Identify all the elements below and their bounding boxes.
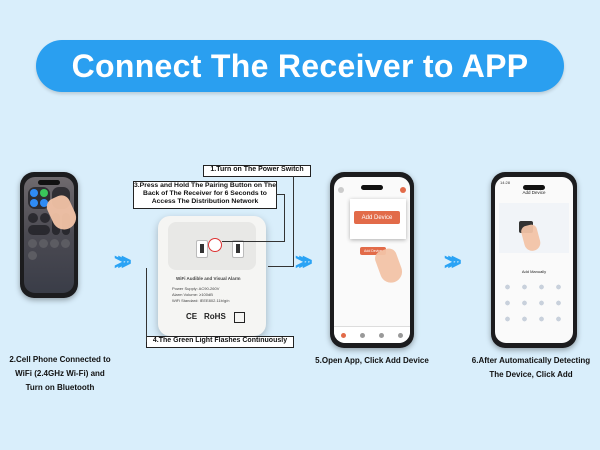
add-icon[interactable]	[400, 187, 406, 193]
app-home-screen: Add Device Add Device	[334, 177, 410, 343]
phone-notch	[361, 185, 383, 190]
phone-notch	[523, 185, 545, 190]
leader-line	[146, 268, 147, 342]
phone-open-app: Add Device Add Device	[330, 172, 414, 348]
add-device-screen: 14:28 Add Device Add Manually	[495, 177, 573, 343]
ce-mark: CE	[186, 312, 198, 321]
bottom-tab-bar	[334, 326, 410, 343]
calculator-icon[interactable]	[50, 239, 59, 248]
arrow-chevrons-icon: >>>	[114, 248, 131, 275]
title-banner: Connect The Receiver to APP	[36, 40, 564, 92]
orientation-lock-tile[interactable]	[28, 213, 38, 223]
device-label: WiFi Audible and Visual Alarm	[176, 276, 241, 281]
tab-scene-icon[interactable]	[360, 332, 365, 338]
caption-step5: 5.Open App, Click Add Device	[315, 356, 429, 365]
flashlight-icon[interactable]	[28, 239, 37, 248]
phone-control-center	[20, 172, 81, 298]
add-manually-label: Add Manually	[521, 269, 547, 274]
page-title: Connect The Receiver to APP	[71, 47, 529, 84]
home-icon[interactable]	[338, 187, 344, 193]
prong-right	[232, 240, 244, 258]
tab-home-icon[interactable]	[341, 332, 346, 338]
leader-line	[276, 194, 284, 195]
focus-tile[interactable]	[28, 225, 50, 235]
leader-line	[268, 266, 294, 267]
callout-step4: 4.The Green Light Flashes Continuously	[146, 336, 294, 348]
timer-icon[interactable]	[39, 239, 48, 248]
control-center-screen	[24, 177, 74, 293]
leader-line	[293, 176, 294, 266]
tab-me-icon[interactable]	[398, 332, 403, 338]
prong-left	[196, 240, 208, 258]
callout-step1: 1.Turn on The Power Switch	[203, 165, 311, 177]
device-spec: Power Supply: AC90-260V	[172, 286, 220, 291]
arrow-chevrons-icon: >>>	[295, 248, 312, 275]
device-category-grid	[499, 279, 569, 327]
arrow-chevrons-icon: >>>	[444, 248, 461, 275]
device-spec: WiFi Standard: IEEE802.11b/g/n	[172, 298, 230, 303]
phone-notch	[38, 180, 60, 185]
leader-line	[222, 241, 284, 242]
pointing-hand-icon	[372, 246, 406, 286]
rohs-mark: RoHS	[204, 312, 226, 321]
phone-add-device: 14:28 Add Device Add Manually	[491, 172, 577, 348]
pairing-button-icon[interactable]	[208, 238, 222, 252]
add-device-button[interactable]: Add Device	[354, 211, 400, 224]
camera-icon[interactable]	[61, 239, 70, 248]
record-icon[interactable]	[28, 251, 37, 260]
callout-step3: 3.Press and Hold The Pairing Button on T…	[133, 181, 277, 209]
device-spec: Alarm Volume: ≥100dB	[172, 292, 213, 297]
leader-line	[284, 194, 285, 242]
airplane-icon[interactable]	[30, 189, 38, 197]
receiver-device: WiFi Audible and Visual Alarm Power Supp…	[158, 216, 266, 336]
caption-step6: 6.After Automatically Detecting The Devi…	[471, 356, 591, 379]
bluetooth-icon[interactable]	[40, 199, 48, 207]
certification-mark	[234, 312, 245, 323]
add-device-small-button[interactable]: Add Device	[360, 247, 386, 255]
screen-mirroring-tile[interactable]	[40, 213, 50, 223]
add-device-header: Add Device	[522, 190, 546, 195]
status-time: 14:28	[500, 180, 511, 185]
wifi-icon[interactable]	[30, 199, 38, 207]
tab-smart-icon[interactable]	[379, 332, 384, 338]
caption-step2: 2.Cell Phone Connected to WiFi (2.4GHz W…	[9, 355, 111, 392]
cellular-icon[interactable]	[40, 189, 48, 197]
